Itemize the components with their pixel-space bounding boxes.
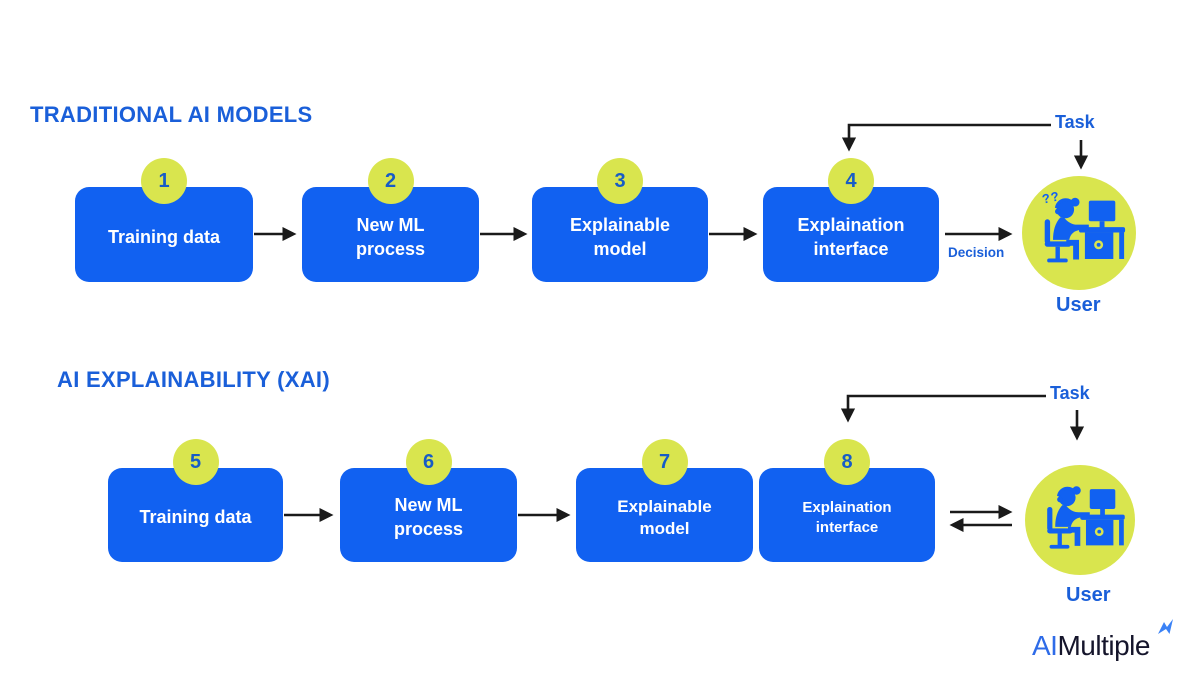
flow-box-explaination-interface-4: 4 Explaination interface [763,158,939,282]
step-number-badge-4: 4 [828,158,874,204]
user-label-bottom: User [1066,584,1111,606]
flow-box-new-ml-process-6: 6 New ML process [340,439,517,562]
arrow-task-to-box4 [841,123,1051,152]
step-number-badge-3: 3 [597,158,643,204]
flow-box-explainable-model-3: 3 Explainable model [532,158,708,282]
user-icon-top: ?? [1022,176,1136,290]
person-at-desk-icon [1046,485,1125,549]
flow-box-training-data-1: 1 Training data [75,158,253,282]
step-number-badge-5: 5 [172,439,219,485]
task-label-top: Task [1055,112,1095,132]
flow-box-training-data-5: 5 Training data [108,439,283,562]
flow-box-label: New ML process [393,495,464,539]
flow-box-label: Explaination interface [797,214,905,259]
arrow-task-to-box8 [840,394,1046,423]
decision-label: Decision [948,245,1005,260]
flow-box-label: Explainable model [617,496,712,538]
flow-box-label: Explaination interface [802,499,892,536]
flow-box-explaination-interface-8: 8 Explaination interface [759,439,935,562]
person-at-desk-icon [1044,197,1126,263]
flow-box-label: New ML process [355,214,426,259]
flow-box-label: Training data [107,226,221,247]
step-number-badge-2: 2 [367,158,414,204]
task-label-bottom: Task [1050,383,1090,403]
logo-prefix: AI [1032,630,1058,661]
flow-box-explainable-model-7: 7 Explainable model [576,439,753,562]
flow-box-label: Training data [139,507,252,528]
aimultiple-logo: AIMultiple [1032,630,1150,662]
step-number-badge-6: 6 [405,439,452,485]
step-number-badge-1: 1 [141,158,187,204]
step-number-badge-7: 7 [641,439,688,485]
section-heading-traditional: TRADITIONAL AI MODELS [30,102,313,127]
flow-box-new-ml-process-2: 2 New ML process [302,158,479,282]
flow-box-label: Explainable model [569,214,671,259]
logo-checkmark-icon [1158,619,1173,634]
section-heading-xai: AI EXPLAINABILITY (XAI) [57,367,330,392]
user-icon-bottom [1025,465,1135,575]
user-label-top: User [1056,294,1101,316]
logo-name: Multiple [1057,630,1150,661]
step-number-badge-8: 8 [824,439,870,485]
